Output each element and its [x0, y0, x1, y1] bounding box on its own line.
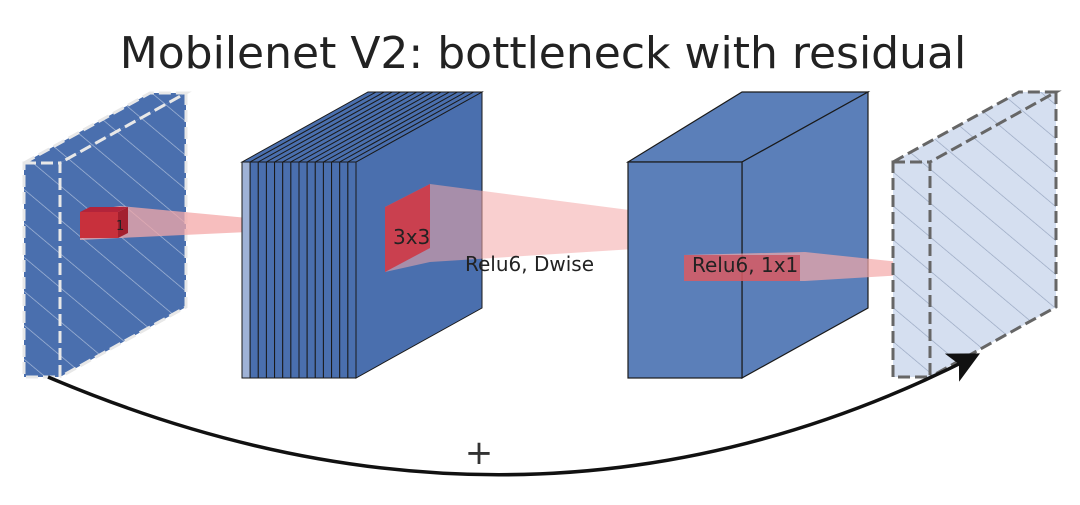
- stack-slice-face: [331, 161, 341, 379]
- stack-slice-face: [347, 161, 357, 379]
- stack-slice-face: [306, 161, 316, 379]
- stack-slice-face: [265, 161, 276, 379]
- stack-slice-face: [282, 161, 292, 379]
- depthwise-output-block: [625, 90, 871, 380]
- input-tensor-block: [22, 91, 192, 379]
- receptive-field-2: [385, 184, 805, 272]
- stack-slice-face: [290, 161, 300, 379]
- stack-slice-face: [298, 161, 308, 379]
- stack-slice-face: [339, 161, 349, 379]
- stack-slice-face: [249, 161, 259, 379]
- dwise-label: Relu6, Dwise: [465, 252, 594, 276]
- residual-plus-sign: +: [465, 433, 494, 473]
- page-title: Mobilenet V2: bottleneck with residual: [120, 28, 966, 79]
- expanded-tensor-stack: [240, 91, 484, 379]
- kernel-3x3-label: 3x3: [393, 225, 430, 249]
- pointwise-label: Relu6, 1x1: [692, 253, 798, 277]
- kernel-1-label: 1: [116, 219, 124, 234]
- residual-connection-arrow: [47, 353, 981, 477]
- output-tensor-block: [891, 90, 1062, 379]
- stack-slice-face: [257, 161, 267, 379]
- stack-slice-face: [322, 161, 333, 379]
- stack-slice-face: [274, 161, 284, 379]
- stack-slice-face: [241, 161, 251, 379]
- kernel-pointwise-box: [684, 255, 800, 281]
- kernel-1x1-box: [80, 207, 128, 238]
- stack-slice-face: [314, 161, 324, 379]
- kernel-3x3-box: [385, 184, 430, 272]
